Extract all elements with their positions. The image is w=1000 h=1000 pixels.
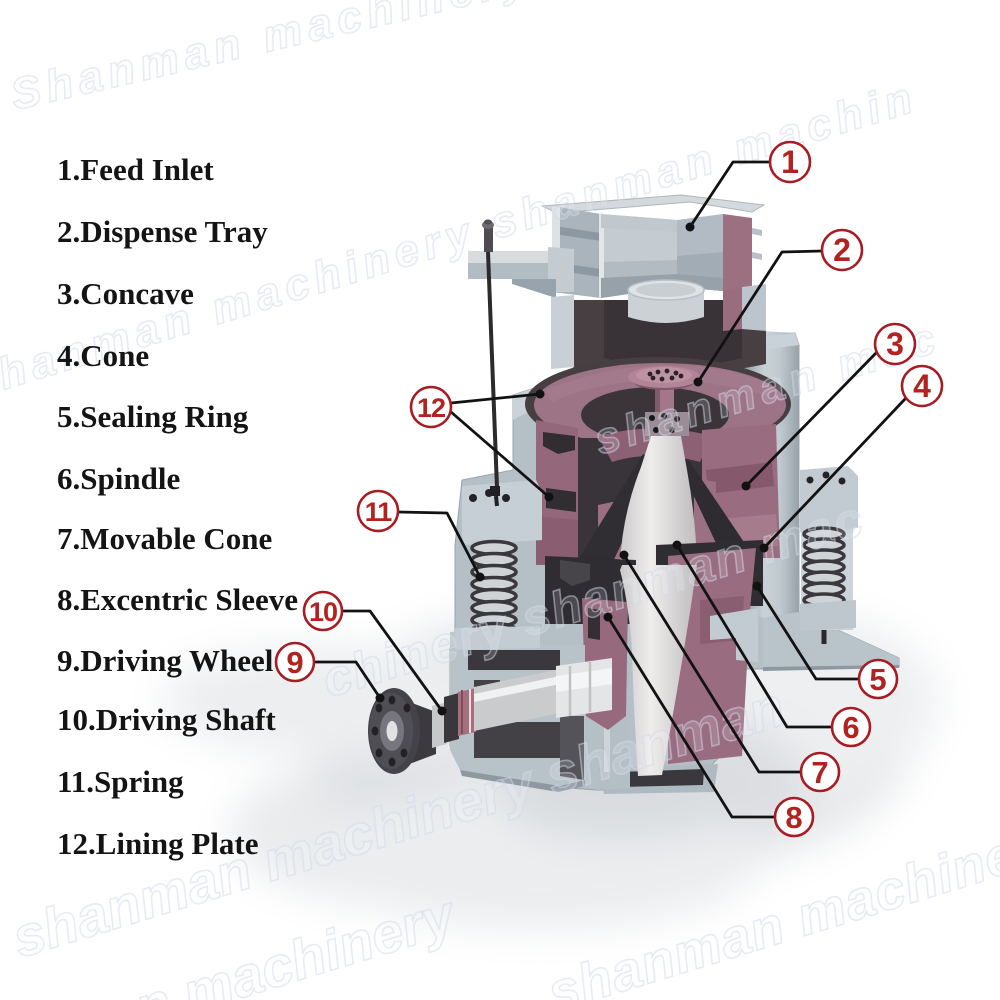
svg-text:4: 4 — [913, 368, 931, 404]
svg-text:9: 9 — [286, 645, 303, 680]
svg-text:11.Spring: 11.Spring — [57, 764, 184, 799]
svg-text:1: 1 — [781, 144, 799, 180]
svg-text:7.Movable Cone: 7.Movable Cone — [57, 521, 272, 556]
svg-text:11: 11 — [365, 497, 393, 527]
svg-text:2.Dispense Tray: 2.Dispense Tray — [57, 214, 268, 249]
svg-text:7: 7 — [811, 755, 828, 790]
svg-text:3: 3 — [886, 326, 904, 362]
svg-text:3.Concave: 3.Concave — [57, 276, 194, 311]
svg-text:1.Feed Inlet: 1.Feed Inlet — [57, 152, 214, 187]
svg-text:9.Driving Wheel: 9.Driving Wheel — [57, 643, 274, 678]
svg-text:10: 10 — [309, 597, 337, 627]
svg-text:6: 6 — [842, 710, 859, 745]
svg-text:4.Cone: 4.Cone — [57, 338, 149, 373]
svg-text:8.Excentric Sleeve: 8.Excentric Sleeve — [57, 582, 298, 617]
svg-text:5: 5 — [869, 662, 886, 697]
svg-text:12: 12 — [417, 393, 445, 423]
svg-text:6.Spindle: 6.Spindle — [57, 461, 180, 496]
svg-text:5.Sealing Ring: 5.Sealing Ring — [57, 399, 249, 434]
svg-text:2: 2 — [833, 232, 851, 268]
svg-text:10.Driving Shaft: 10.Driving Shaft — [57, 702, 276, 737]
svg-text:8: 8 — [785, 800, 802, 835]
svg-text:12.Lining Plate: 12.Lining Plate — [57, 826, 259, 861]
